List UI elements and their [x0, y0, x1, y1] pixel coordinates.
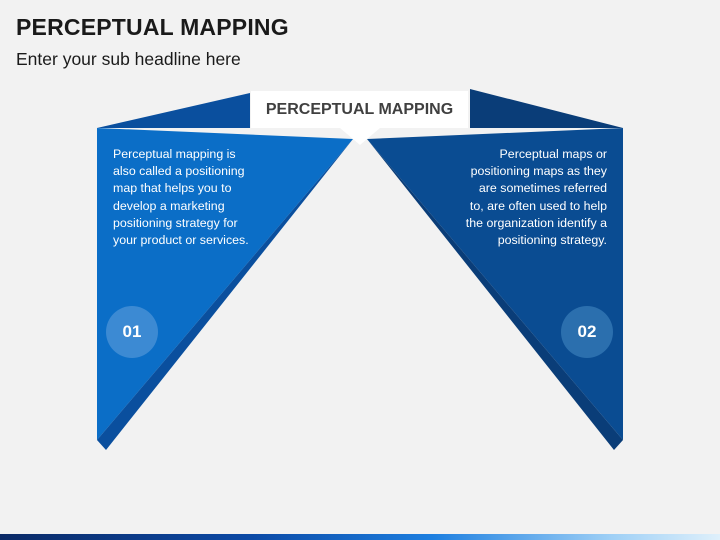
left-panel [97, 128, 353, 440]
right-panel [367, 128, 623, 440]
page-subtitle: Enter your sub headline here [16, 49, 241, 69]
page-title: PERCEPTUAL MAPPING [16, 14, 289, 40]
left-panel-shadow [97, 139, 353, 450]
left-ribbon-fold [97, 93, 250, 128]
center-label: PERCEPTUAL MAPPING [251, 91, 468, 128]
panel-2-text: Perceptual maps or positioning maps as t… [465, 147, 607, 248]
panel-1-text: Perceptual mapping is also called a posi… [113, 147, 249, 248]
right-ribbon-fold [470, 89, 623, 128]
panel-1-number-badge: 01 [106, 306, 158, 358]
panel-2-number-badge: 02 [561, 306, 613, 358]
right-panel-shadow [367, 139, 623, 450]
bottom-accent-bar [0, 534, 720, 540]
center-notch [340, 128, 380, 145]
